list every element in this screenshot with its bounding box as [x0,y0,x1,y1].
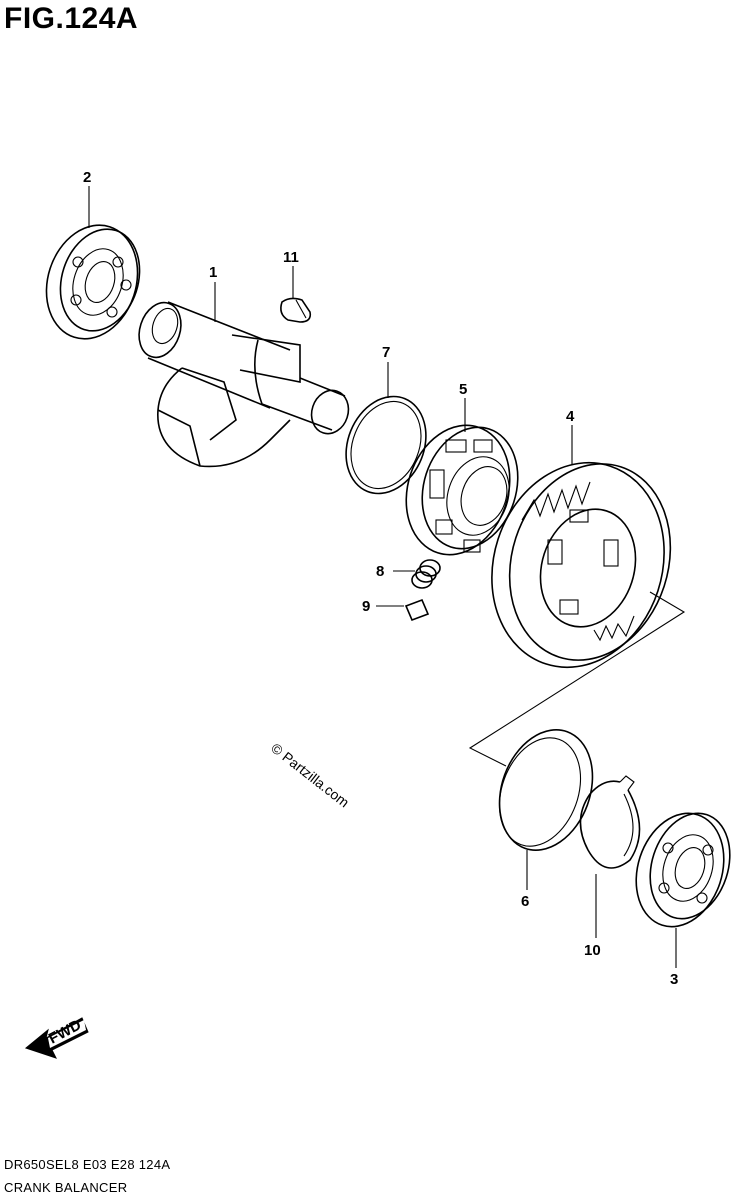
callout-6: 6 [521,893,529,910]
part-7-o-ring[interactable] [332,384,440,505]
watermark: © Partzilla.com [268,740,352,811]
callout-3: 3 [670,971,678,988]
callout-9: 9 [362,598,370,615]
figure-name: CRANK BALANCER [4,1180,128,1195]
leader-lines [88,186,677,968]
callout-10: 10 [584,942,601,959]
callout-7: 7 [382,344,390,361]
fwd-arrow: FWD [24,1016,89,1059]
part-10-circlip[interactable] [579,775,641,869]
callout-4: 4 [566,408,575,425]
part-1-balancer-shaft[interactable] [132,297,354,468]
callout-2: 2 [83,169,91,186]
callout-8: 8 [376,563,384,580]
part-5-damper-hub[interactable] [390,412,533,568]
part-4-balancer-gear[interactable] [466,440,695,690]
callout-1: 1 [209,264,217,281]
callout-labels: 2 1 11 7 5 4 8 9 6 10 3 [83,169,678,988]
part-6-washer[interactable] [483,717,608,864]
part-8-spring[interactable] [411,559,441,589]
part-2-bearing[interactable] [32,213,152,351]
figure-code: DR650SEL8 E03 E28 124A [4,1157,171,1172]
callout-5: 5 [459,381,467,398]
assembly-bracket-line [468,591,686,767]
part-3-bearing[interactable] [622,802,733,938]
part-11-key[interactable] [280,297,312,323]
callout-11: 11 [283,249,299,266]
part-9-pin[interactable] [404,598,430,622]
figure-title: FIG.124A [4,2,139,35]
